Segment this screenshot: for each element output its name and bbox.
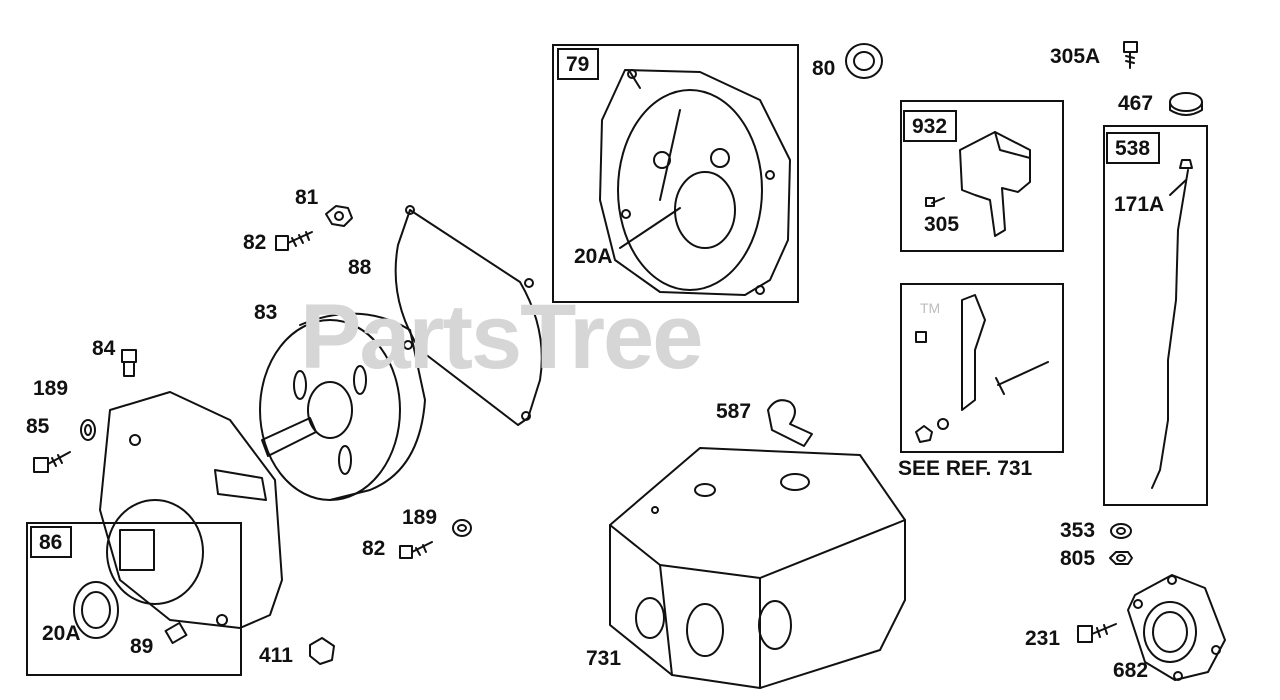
blower-housing-part xyxy=(599,69,791,296)
callout-84: 84 xyxy=(92,337,116,360)
watermark: PartsTree xyxy=(300,286,703,388)
cap-part xyxy=(1169,92,1203,116)
callout-82-top: 82 xyxy=(243,231,267,254)
callout-587: 587 xyxy=(716,400,752,423)
box-label-538: 538 xyxy=(1106,132,1161,164)
see-ref-note: SEE REF. 731 xyxy=(898,457,1033,480)
frame-see-ref xyxy=(900,283,1064,453)
bolt-305a-part xyxy=(1123,41,1138,69)
callout-305: 305 xyxy=(924,213,960,236)
flange-part xyxy=(1127,574,1226,681)
bracket-932-part xyxy=(925,131,1031,237)
frame-932 xyxy=(900,100,1064,252)
washer-353-part xyxy=(1110,523,1132,539)
callout-682: 682 xyxy=(1113,659,1149,682)
callout-171A: 171A xyxy=(1114,193,1165,216)
washer-189b-part xyxy=(452,519,472,537)
nut-805-part xyxy=(1109,551,1133,565)
callout-81: 81 xyxy=(295,186,319,209)
bolt-85-part xyxy=(33,451,71,473)
leader-171a xyxy=(1169,179,1187,196)
seal-ring-part xyxy=(845,43,883,79)
callout-20A-top: 20A xyxy=(574,245,613,268)
strap-part xyxy=(915,294,1049,443)
callout-231: 231 xyxy=(1025,627,1061,650)
cover-housing-part xyxy=(99,391,283,629)
callout-189-right: 189 xyxy=(402,506,438,529)
callout-805: 805 xyxy=(1060,547,1096,570)
callout-80: 80 xyxy=(812,57,836,80)
box-label-86: 86 xyxy=(30,526,73,558)
callout-85: 85 xyxy=(26,415,50,438)
shroud-part xyxy=(609,447,906,689)
plug-89-part xyxy=(164,621,188,645)
screw-82b-part xyxy=(399,541,433,559)
plug-84-part xyxy=(121,349,137,377)
callout-731: 731 xyxy=(586,647,622,670)
clip-587-part xyxy=(767,399,813,447)
callout-83: 83 xyxy=(254,301,278,324)
frame-79 xyxy=(552,44,799,303)
callout-20A-bottom: 20A xyxy=(42,622,81,645)
trademark-mark: TM xyxy=(920,300,941,316)
frame-86 xyxy=(26,522,242,676)
box-label-79: 79 xyxy=(557,48,600,80)
callout-353: 353 xyxy=(1060,519,1096,542)
callout-305A: 305A xyxy=(1050,45,1101,68)
drum-part xyxy=(259,312,426,501)
callout-89: 89 xyxy=(130,635,154,658)
callout-82-bottom: 82 xyxy=(362,537,386,560)
screw-82-part xyxy=(275,231,313,251)
washer-189-part xyxy=(80,419,96,441)
frame-538 xyxy=(1103,125,1208,506)
callout-467: 467 xyxy=(1118,92,1154,115)
callout-411: 411 xyxy=(259,644,293,667)
screw-231-part xyxy=(1077,623,1117,643)
rod-part xyxy=(1151,159,1193,489)
gasket-part xyxy=(394,205,543,426)
leader-20a xyxy=(619,207,681,249)
seal-20a-part xyxy=(73,581,119,639)
nut-81-part xyxy=(325,205,353,227)
box-label-932: 932 xyxy=(903,110,958,142)
callout-88: 88 xyxy=(348,256,372,279)
callout-189-left: 189 xyxy=(33,377,69,400)
plug-411-part xyxy=(309,637,335,665)
